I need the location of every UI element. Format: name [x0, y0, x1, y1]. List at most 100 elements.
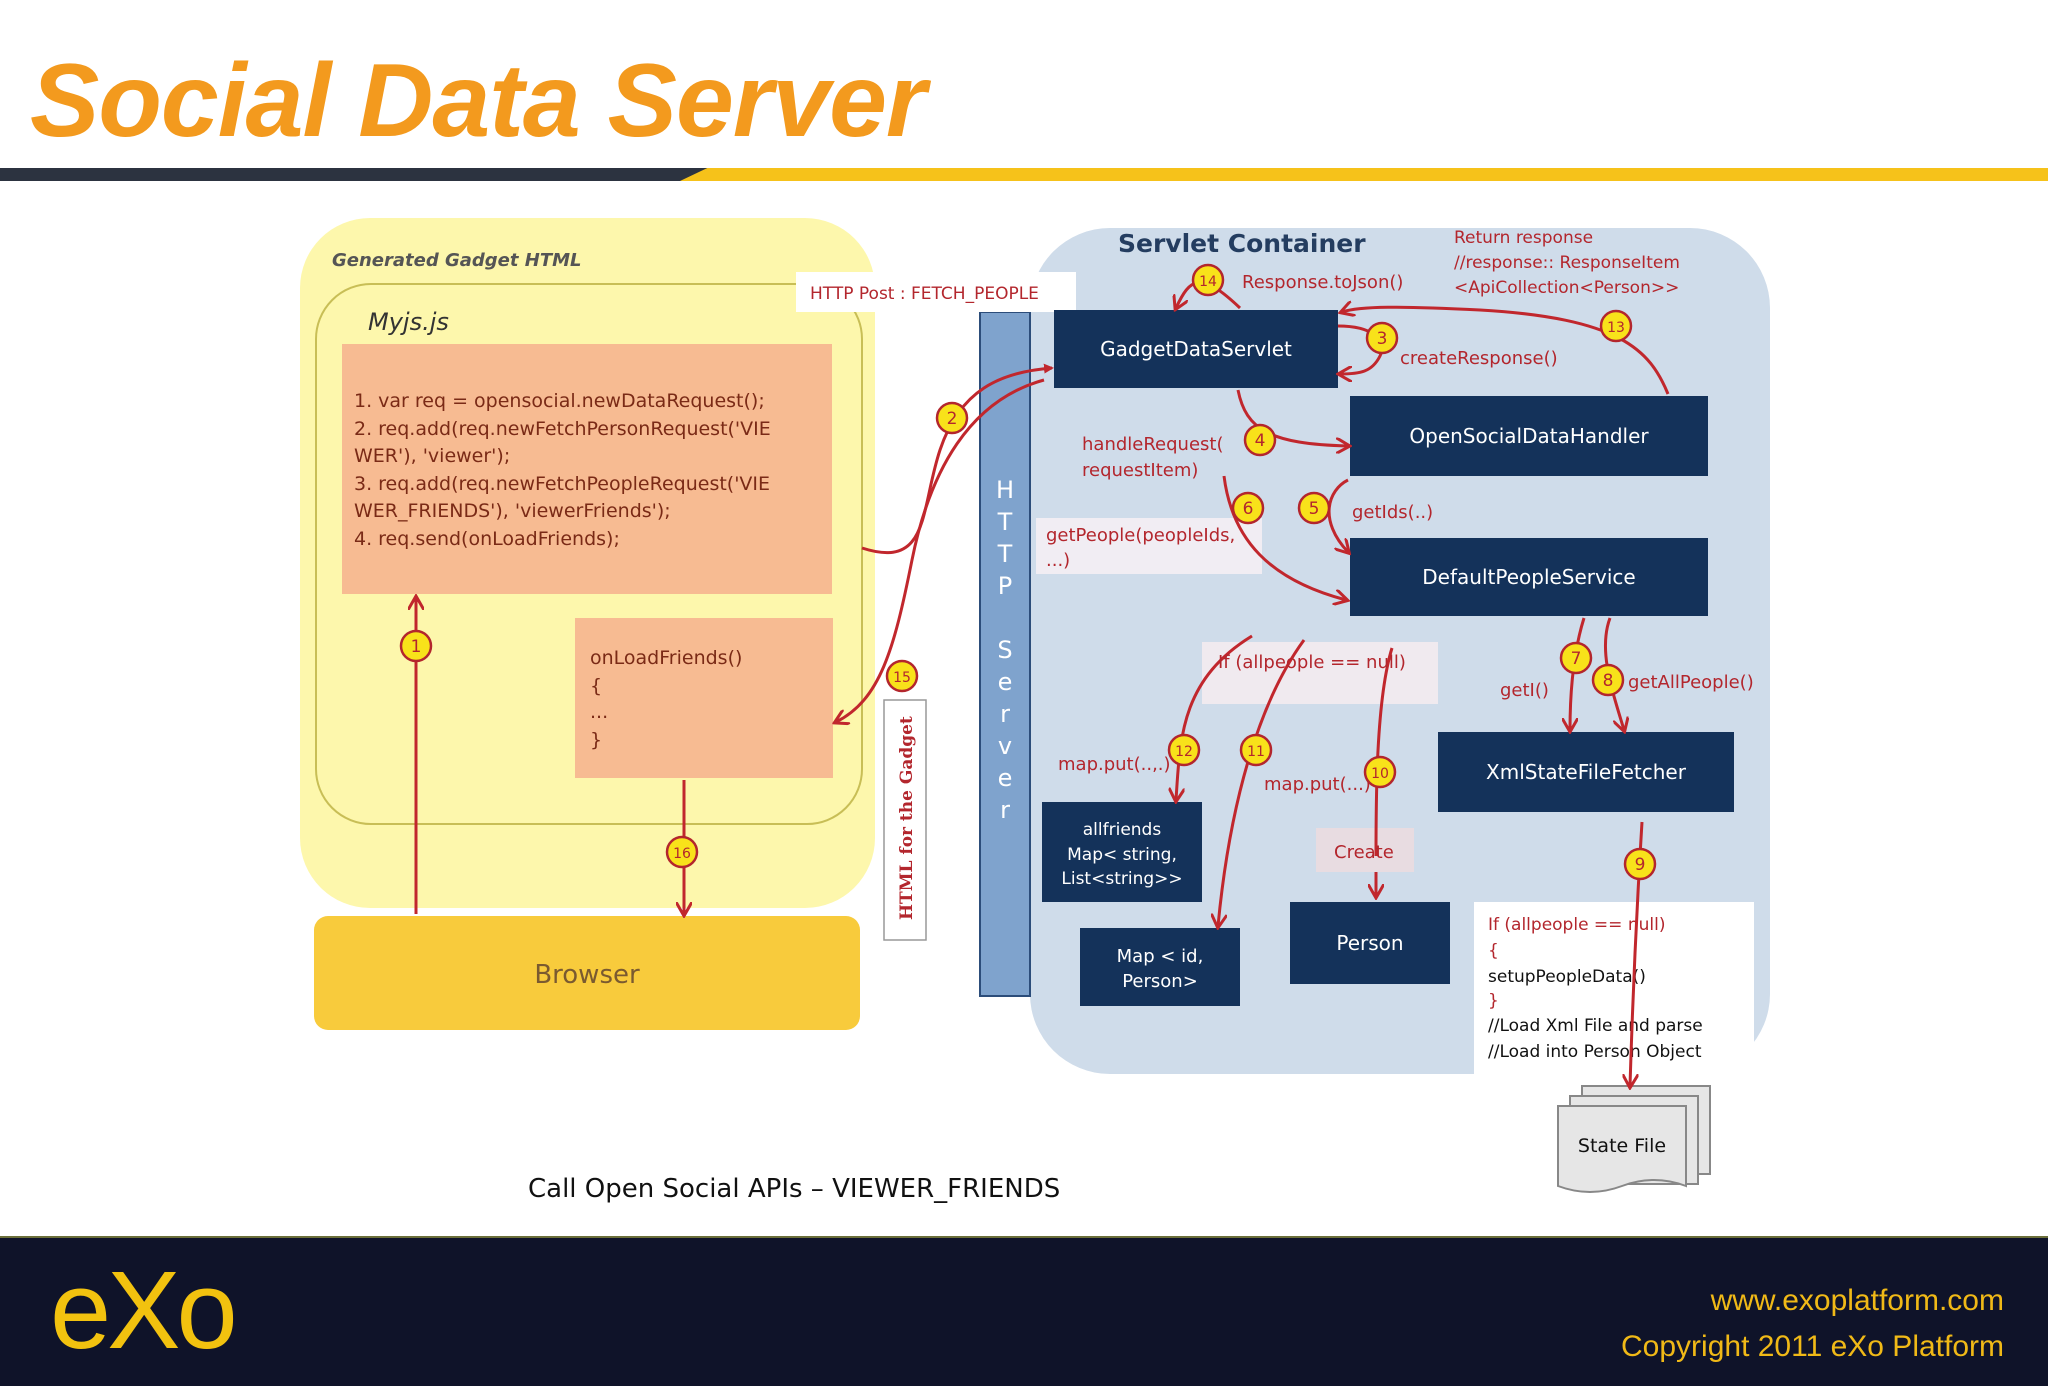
browser-label: Browser: [534, 960, 640, 990]
svg-text:}: }: [1488, 991, 1499, 1011]
svg-text:Create: Create: [1334, 842, 1394, 863]
node-default-people-service: [1350, 538, 1708, 616]
callback-line: onLoadFriends(): [590, 647, 742, 669]
svg-text:{: {: [1488, 941, 1499, 961]
footer-url[interactable]: www.exoplatform.com: [1710, 1284, 2004, 1317]
return-response-note: Return response //response:: ResponseIte…: [1454, 228, 1680, 298]
node-open-social-data-handler: [1350, 396, 1708, 476]
step-number: 8: [1603, 671, 1614, 691]
step-badge: [1363, 755, 1397, 789]
http-server-letter: H: [996, 476, 1014, 504]
step-number: 14: [1199, 274, 1217, 290]
svg-text:Map< string,: Map< string,: [1067, 845, 1177, 865]
svg-text:map.put(...): map.put(...): [1264, 774, 1371, 795]
callback-line: }: [590, 729, 602, 751]
svg-text:getPeople(peopleIds,: getPeople(peopleIds,: [1046, 525, 1235, 546]
http-server-letter: S: [997, 636, 1012, 664]
step-badge: [1243, 423, 1277, 457]
step-badge: [399, 629, 433, 663]
step-badge: [1599, 309, 1633, 343]
callback-box: [575, 618, 833, 778]
step-number: 12: [1175, 744, 1193, 760]
http-server-letter: e: [998, 764, 1013, 792]
node-allfriends: [1042, 802, 1202, 902]
code-lines: 1. var req = opensocial.newDataRequest()…: [354, 390, 771, 550]
callback-line: ...: [590, 701, 608, 723]
svg-text:handleRequest(: handleRequest(: [1082, 434, 1224, 455]
svg-text:Person: Person: [1336, 931, 1403, 955]
step-number: 11: [1247, 744, 1265, 760]
svg-text:GadgetDataServlet: GadgetDataServlet: [1100, 337, 1292, 361]
http-server-letter: T: [997, 540, 1013, 568]
step-number: 1: [411, 637, 422, 657]
callback-line: {: [590, 675, 602, 697]
http-server-letter: e: [998, 668, 1013, 696]
http-server-bar: [979, 311, 1031, 997]
diagram-caption: Call Open Social APIs – VIEWER_FRIENDS: [528, 1174, 1061, 1204]
svg-text://response:: ResponseItem: //response:: ResponseItem: [1454, 253, 1680, 273]
browser-box: [314, 916, 860, 1030]
footer-divider: [0, 1236, 2048, 1239]
footer-copyright: Copyright 2011 eXo Platform: [1621, 1330, 2004, 1363]
svg-text:getIds(..): getIds(..): [1352, 502, 1433, 523]
step-badge: [1239, 733, 1273, 767]
step-badge: [1365, 321, 1399, 355]
svg-text:Return response: Return response: [1454, 228, 1593, 248]
node-map-id-person: [1080, 928, 1240, 1006]
myjs-frame: [315, 283, 863, 825]
svg-text:map.put(..,.): map.put(..,.): [1058, 754, 1171, 775]
step-number: 4: [1255, 431, 1266, 451]
svg-text:XmlStateFileFetcher: XmlStateFileFetcher: [1486, 760, 1687, 784]
page-title: Social Data Server: [30, 43, 926, 159]
step-badge: [1559, 641, 1593, 675]
callback-lines: onLoadFriends() { ... }: [590, 647, 742, 751]
step-number: 16: [673, 846, 691, 862]
svg-text://Load into Person Object: //Load into Person Object: [1488, 1042, 1702, 1062]
svg-text:Response.toJson(): Response.toJson(): [1242, 272, 1403, 293]
step-number: 6: [1243, 499, 1254, 519]
step-badge: [1591, 663, 1625, 697]
code-note-box: [1474, 902, 1754, 1074]
step-number: 9: [1635, 855, 1646, 875]
step-badge: [665, 835, 699, 869]
svg-text://Load Xml File and parse: //Load Xml File and parse: [1488, 1016, 1703, 1036]
http-server-letter: P: [998, 572, 1012, 600]
code-line: 3. req.add(req.newFetchPeopleRequest('VI…: [354, 473, 770, 495]
step-number: 5: [1309, 499, 1320, 519]
step-badge: [1231, 491, 1265, 525]
node-gadget-data-servlet: [1054, 310, 1338, 388]
node-xml-state-file-fetcher: [1438, 732, 1734, 812]
svg-text:Map < id,: Map < id,: [1117, 946, 1204, 967]
step-number: 3: [1377, 329, 1388, 349]
myjs-label: Myjs.js: [368, 308, 449, 336]
svg-text:OpenSocialDataHandler: OpenSocialDataHandler: [1409, 424, 1649, 448]
code-note-lines: If (allpeople == null) { setupPeopleData…: [1488, 915, 1703, 1062]
svg-text:requestItem): requestItem): [1082, 460, 1198, 481]
svg-text:If (allpeople == null): If (allpeople == null): [1218, 652, 1406, 673]
html-for-gadget-box: [883, 699, 927, 941]
svg-text:setupPeopleData(): setupPeopleData(): [1488, 967, 1646, 987]
step-badge: [1623, 847, 1657, 881]
code-line: 4. req.send(onLoadFriends);: [354, 528, 620, 550]
svg-text:getI(): getI(): [1500, 680, 1549, 701]
svg-text:...): ...): [1046, 550, 1070, 571]
create-box: [1316, 828, 1414, 872]
servlet-container-label: Servlet Container: [1118, 229, 1366, 258]
svg-text:Person>: Person>: [1122, 971, 1198, 992]
html-for-gadget-label: HTML for the Gadget: [897, 716, 917, 920]
gadget-html-label: Generated Gadget HTML: [332, 250, 582, 271]
title-underline-dark: [0, 168, 720, 181]
step-number: 2: [947, 409, 958, 429]
http-post-box: [796, 272, 1076, 312]
svg-text:getAllPeople(): getAllPeople(): [1628, 672, 1754, 693]
footer-bar: [0, 1238, 2048, 1386]
flow-labels: Response.toJson() createResponse() handl…: [1046, 272, 1754, 863]
if-allpeople-box: [1202, 642, 1438, 704]
svg-text:allfriends: allfriends: [1083, 820, 1162, 840]
state-file-icon: [1557, 1085, 1711, 1193]
logo-text: eXo: [50, 1262, 234, 1362]
step-number: 7: [1571, 649, 1582, 669]
step-badge: [935, 401, 969, 435]
